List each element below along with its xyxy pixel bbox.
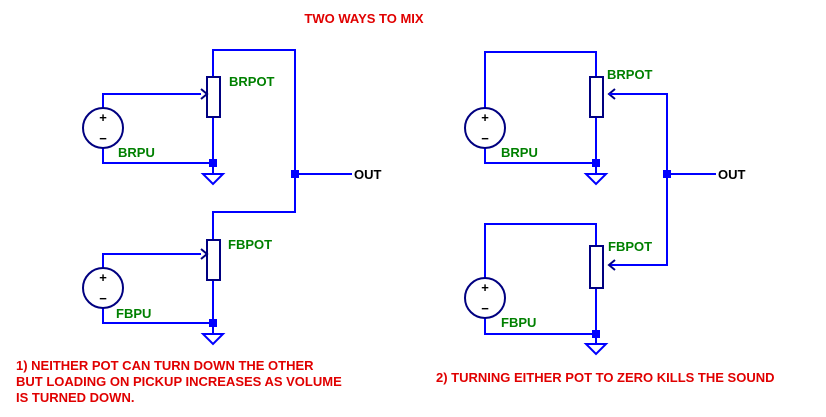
left-top-pickup-wire xyxy=(102,93,201,111)
right-brpot-resistor xyxy=(589,76,604,118)
left-bottom-ground-icon xyxy=(200,333,226,346)
left-brpot-wiper xyxy=(200,88,209,100)
left-circuit: BRPOT + − BRPU FBPOT + − FBPU OUT xyxy=(82,49,382,346)
right-fbpu-minus: − xyxy=(481,301,489,316)
right-bottom-ground-dot xyxy=(592,330,600,338)
left-fbpu-minus: − xyxy=(99,291,107,306)
left-fbpot-label: FBPOT xyxy=(228,237,272,252)
right-circuit: BRPOT + − BRPU FBPOT + − FBPU xyxy=(464,51,746,356)
left-brpu-minus: − xyxy=(99,131,107,146)
left-top-ground-dot xyxy=(209,159,217,167)
right-fbpot-resistor xyxy=(589,245,604,289)
right-fbpot-wiper xyxy=(607,259,616,271)
left-top-ground-icon xyxy=(200,173,226,186)
left-note: 1) NEITHER POT CAN TURN DOWN THE OTHER B… xyxy=(16,358,342,406)
left-note-line-3: IS TURNED DOWN. xyxy=(16,390,135,405)
right-bottom-pickup-wire xyxy=(484,223,597,281)
right-fbpot-label: FBPOT xyxy=(608,239,652,254)
right-fbpu-label: FBPU xyxy=(501,315,536,330)
left-bottom-ground-dot xyxy=(209,319,217,327)
left-brpot-label: BRPOT xyxy=(229,74,275,89)
diagram-title: TWO WAYS TO MIX xyxy=(304,11,424,26)
left-note-line-2: BUT LOADING ON PICKUP INCREASES AS VOLUM… xyxy=(16,374,342,389)
right-fbpu-source: + − xyxy=(464,277,506,319)
right-top-pickup-wire xyxy=(484,51,597,111)
left-fbpot-wiper xyxy=(200,248,209,260)
left-fbpot-resistor xyxy=(206,239,221,281)
left-fbpu-source: + − xyxy=(82,267,124,309)
right-bottom-ground-wire xyxy=(484,316,596,335)
right-top-ground-icon xyxy=(583,173,609,186)
left-fbpu-label: FBPU xyxy=(116,306,151,321)
left-brpot-resistor xyxy=(206,76,221,118)
right-fbpu-plus: + xyxy=(481,280,489,295)
left-out-label: OUT xyxy=(354,167,382,182)
left-brpu-source: + − xyxy=(82,107,124,149)
right-brpu-source: + − xyxy=(464,107,506,149)
right-brpu-label: BRPU xyxy=(501,145,538,160)
left-bottom-ground-wire xyxy=(102,305,213,324)
right-bottom-ground-icon xyxy=(583,343,609,356)
left-mix-wire xyxy=(212,49,296,240)
left-brpu-label: BRPU xyxy=(118,145,155,160)
right-top-ground-wire xyxy=(484,145,596,164)
right-brpu-plus: + xyxy=(481,110,489,125)
left-bottom-pickup-wire xyxy=(102,253,201,270)
right-mix-wire xyxy=(609,93,668,266)
right-brpot-label: BRPOT xyxy=(607,67,653,82)
right-top-ground-dot xyxy=(592,159,600,167)
left-fbpu-plus: + xyxy=(99,270,107,285)
right-note: 2) TURNING EITHER POT TO ZERO KILLS THE … xyxy=(436,370,775,385)
right-brpu-minus: − xyxy=(481,131,489,146)
left-junction-dot xyxy=(291,170,299,178)
right-out-label: OUT xyxy=(718,167,746,182)
right-junction-dot xyxy=(663,170,671,178)
left-note-line-1: 1) NEITHER POT CAN TURN DOWN THE OTHER xyxy=(16,358,314,373)
left-top-ground-wire xyxy=(102,145,213,164)
left-brpu-plus: + xyxy=(99,110,107,125)
